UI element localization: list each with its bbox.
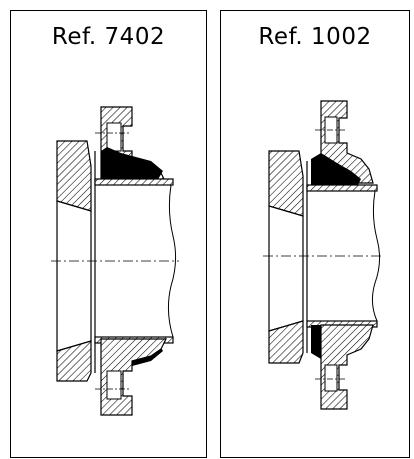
fitting-section-drawing <box>51 106 179 416</box>
bolt-hole-bottom <box>324 364 338 392</box>
pipe-wall-top <box>94 178 174 186</box>
panel-ref-7402: Ref. 7402 <box>10 10 207 458</box>
seal-top <box>311 153 361 187</box>
pipe-break-line <box>371 190 381 322</box>
pipe-break-line <box>167 184 177 338</box>
fitting-section-drawing <box>263 100 383 410</box>
gland-ring-body <box>56 200 92 352</box>
bolt-hole-top <box>106 122 122 152</box>
gland-ring-body <box>268 205 304 332</box>
reference-label: Ref. 1002 <box>258 24 372 50</box>
gland-ring-bottom <box>268 320 304 364</box>
bolt-hole-bottom <box>106 370 122 400</box>
pipe-wall-top <box>306 184 378 192</box>
reference-label: Ref. 7402 <box>51 24 166 50</box>
panel-ref-1002: Ref. 1002 <box>220 10 410 458</box>
seal-top <box>101 147 163 183</box>
gland-ring-bottom <box>56 340 92 382</box>
gland-ring-top <box>56 140 92 212</box>
gland-ring-top <box>268 150 304 217</box>
